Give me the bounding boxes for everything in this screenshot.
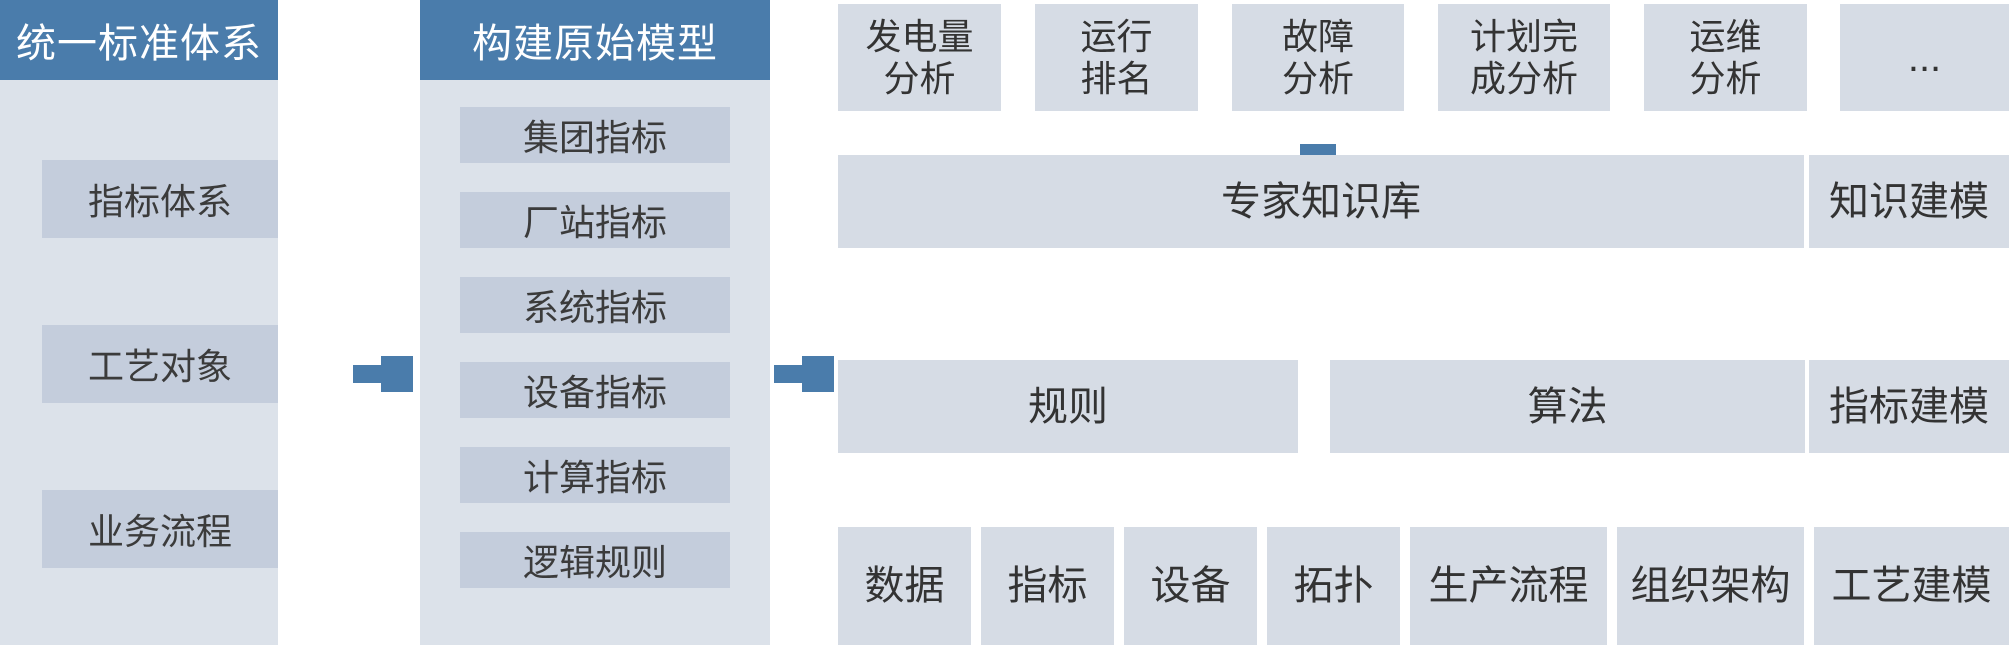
original-model-panel: 构建原始模型 集团指标 厂站指标 系统指标 设备指标 计算指标 逻辑规则 [420,0,770,645]
algorithm-box[interactable]: 算法 [1330,360,1805,453]
model-item-device-indicator[interactable]: 设备指标 [460,362,730,418]
analysis-box-fault-analysis[interactable]: 故障 分析 [1232,4,1404,111]
arrow-shaft [353,365,389,383]
arrow-model-to-knowledge [774,356,836,392]
original-model-title: 构建原始模型 [420,0,770,80]
analysis-box-operation-ranking[interactable]: 运行 排名 [1035,4,1198,111]
indicator-modeling-box[interactable]: 指标建模 [1809,360,2009,453]
panel-item-indicator-system[interactable]: 指标体系 [42,160,278,238]
model-item-plant-indicator[interactable]: 厂站指标 [460,192,730,248]
model-item-system-indicator[interactable]: 系统指标 [460,277,730,333]
arrow-head [802,356,834,392]
standard-system-title: 统一标准体系 [0,0,278,80]
arrow-standard-to-model [353,356,415,392]
panel-item-business-process[interactable]: 业务流程 [42,490,278,568]
analysis-box-plan-completion[interactable]: 计划完 成分析 [1438,4,1610,111]
arrow-head [381,356,413,392]
base-box-org-structure[interactable]: 组织架构 [1617,527,1804,645]
base-box-indicator[interactable]: 指标 [981,527,1114,645]
base-box-process-modeling[interactable]: 工艺建模 [1814,527,2009,645]
analysis-box-power-generation[interactable]: 发电量 分析 [838,4,1001,111]
analysis-box-more[interactable]: ... [1840,4,2009,111]
knowledge-base-box[interactable]: 专家知识库 [838,155,1804,248]
model-item-group-indicator[interactable]: 集团指标 [460,107,730,163]
arrow-shaft [774,365,810,383]
knowledge-modeling-box[interactable]: 知识建模 [1809,155,2009,248]
base-box-topology[interactable]: 拓扑 [1267,527,1400,645]
base-box-production-process[interactable]: 生产流程 [1410,527,1607,645]
base-box-device[interactable]: 设备 [1124,527,1257,645]
base-box-data[interactable]: 数据 [838,527,971,645]
panel-item-process-object[interactable]: 工艺对象 [42,325,278,403]
model-item-calc-indicator[interactable]: 计算指标 [460,447,730,503]
rule-box[interactable]: 规则 [838,360,1298,453]
model-item-logic-rule[interactable]: 逻辑规则 [460,532,730,588]
standard-system-panel: 统一标准体系 指标体系 工艺对象 业务流程 [0,0,278,645]
analysis-box-operation-maintenance[interactable]: 运维 分析 [1644,4,1807,111]
